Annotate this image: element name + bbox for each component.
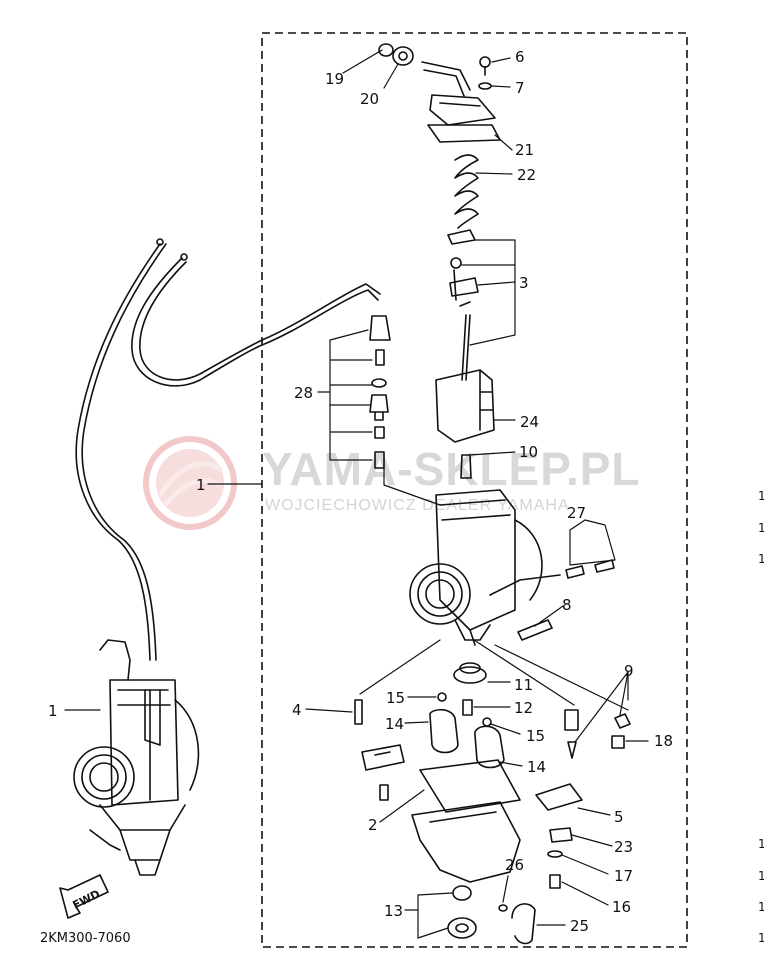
callout-20: 20 bbox=[360, 90, 379, 108]
watermark-logo bbox=[143, 436, 237, 530]
callout-19: 19 bbox=[325, 70, 344, 88]
callout-16: 16 bbox=[612, 898, 631, 916]
part-code: 2KM300-7060 bbox=[40, 931, 131, 946]
part-12 bbox=[462, 699, 473, 716]
callouts: 19 20 6 7 21 22 3 28 24 10 1 27 8 9 1 11… bbox=[48, 48, 673, 935]
top-cover bbox=[421, 56, 501, 143]
callout-24: 24 bbox=[520, 413, 539, 431]
needle-jet-10 bbox=[460, 454, 472, 479]
assembly-frame bbox=[261, 32, 688, 948]
edge-mark: 1 bbox=[758, 900, 764, 914]
part-5 bbox=[535, 783, 583, 811]
parts-27 bbox=[565, 559, 615, 579]
callout-27: 27 bbox=[567, 504, 586, 522]
parts-23-17-16 bbox=[547, 827, 573, 889]
fwd-label: FWD bbox=[71, 887, 103, 912]
part-9 bbox=[564, 709, 631, 759]
callout-12: 12 bbox=[514, 699, 533, 717]
callout-6: 6 bbox=[515, 48, 525, 66]
leader-lines bbox=[64, 49, 649, 939]
hose-25 bbox=[511, 903, 536, 945]
callout-11: 11 bbox=[514, 676, 533, 694]
callout-13: 13 bbox=[384, 902, 403, 920]
callout-2: 2 bbox=[368, 816, 378, 834]
edge-mark: 1 bbox=[758, 489, 764, 503]
callout-15-left: 15 bbox=[386, 689, 405, 707]
spring-22 bbox=[454, 154, 479, 229]
callout-18: 18 bbox=[654, 732, 673, 750]
callout-14-left: 14 bbox=[385, 715, 404, 733]
callout-1-center: 1 bbox=[196, 476, 206, 494]
edge-mark: 1 bbox=[758, 869, 764, 883]
callout-8: 8 bbox=[562, 596, 572, 614]
callout-10: 10 bbox=[519, 443, 538, 461]
callout-5: 5 bbox=[614, 808, 624, 826]
carburetor-body-main bbox=[409, 489, 561, 646]
callout-1-left: 1 bbox=[48, 702, 58, 720]
callout-25: 25 bbox=[570, 917, 589, 935]
edge-mark: 1 bbox=[758, 931, 764, 945]
edge-marks: 1 1 1 1 1 1 1 bbox=[758, 489, 764, 945]
callout-26: 26 bbox=[505, 856, 524, 874]
edge-mark: 1 bbox=[758, 552, 764, 566]
fwd-arrow bbox=[59, 874, 109, 919]
callout-17: 17 bbox=[614, 867, 633, 885]
edge-mark: 1 bbox=[758, 521, 764, 535]
part-8 bbox=[517, 619, 553, 641]
throttle-valve-24 bbox=[435, 369, 495, 443]
callout-28: 28 bbox=[294, 384, 313, 402]
parts-14 bbox=[429, 708, 505, 769]
carburetor-assembly-left bbox=[73, 639, 200, 876]
callout-7: 7 bbox=[515, 79, 525, 97]
parts-13 bbox=[447, 885, 477, 939]
callout-23: 23 bbox=[614, 838, 633, 856]
float-bowl-2 bbox=[411, 759, 521, 883]
throttle-cables bbox=[75, 238, 263, 661]
part-4-bracket bbox=[354, 699, 405, 801]
idle-cable bbox=[261, 283, 381, 346]
callout-15-right: 15 bbox=[526, 727, 545, 745]
watermark-brand: YAMA-SKLEP.PL bbox=[262, 443, 641, 495]
callout-9: 9 bbox=[624, 662, 634, 680]
edge-mark: 1 bbox=[758, 837, 764, 851]
callout-3: 3 bbox=[519, 274, 529, 292]
watermark-logo-stripes bbox=[157, 461, 224, 507]
needle-set-3 bbox=[447, 229, 479, 381]
callout-4: 4 bbox=[292, 701, 302, 719]
watermark-subtitle: WOJCIECHOWICZ DEALER YAMAHA bbox=[265, 497, 570, 514]
callout-21: 21 bbox=[515, 141, 534, 159]
callout-14-right: 14 bbox=[527, 758, 546, 776]
callout-22: 22 bbox=[517, 166, 536, 184]
part-18 bbox=[611, 735, 625, 749]
part-26 bbox=[498, 904, 508, 912]
part-11 bbox=[453, 662, 487, 684]
part-19-20 bbox=[378, 43, 414, 66]
